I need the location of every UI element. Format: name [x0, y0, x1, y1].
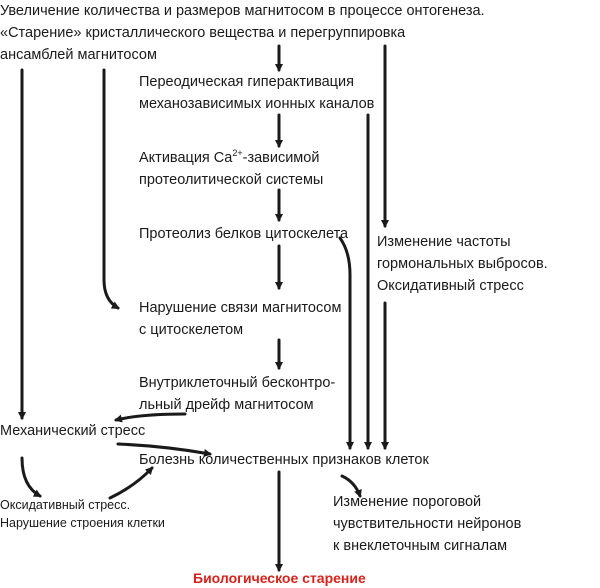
- node-hormonal: Изменение частоты гормональных выбросов.…: [377, 231, 548, 297]
- node-hormonal-line3: Оксидативный стресс: [377, 278, 524, 294]
- node-magnetosome-growth-line2: «Старение» кристаллического вещества и п…: [0, 25, 406, 41]
- node-drift-line1: Внутриклеточный бесконтро-: [139, 375, 336, 391]
- node-biological-aging-label: Биологическое старение: [193, 570, 366, 586]
- node-ca-activation: Активация Ca2+-зависимой протеолитическо…: [139, 147, 323, 191]
- arrow-disease-to-threshold: [340, 474, 362, 498]
- arrow-mechanical-to-disease: [116, 442, 212, 457]
- arrow-mechanical-to-oxidative: [20, 456, 42, 498]
- node-link-disruption-line1: Нарушение связи магнитосом: [139, 300, 342, 316]
- node-disease: Болезнь количественных признаков клеток: [139, 449, 429, 471]
- node-magnetosome-growth-line3: ансамблей магнитосом: [0, 47, 157, 63]
- ca-superscript: 2+: [232, 148, 243, 159]
- ca-prefix: Активация Ca: [139, 150, 233, 166]
- node-threshold-line2: чувствительности нейронов: [333, 516, 522, 532]
- node-oxidative-line2: Нарушение строения клетки: [0, 516, 165, 530]
- node-hyperactivation: Переодическая гиперактивация механозавис…: [139, 71, 374, 115]
- node-oxidative: Оксидативный стресс. Нарушение строения …: [0, 496, 165, 532]
- node-ca-activation-line2: протеолитической системы: [139, 172, 324, 188]
- node-threshold-line1: Изменение пороговой: [333, 494, 482, 510]
- node-drift: Внутриклеточный бесконтро- льный дрейф м…: [139, 372, 335, 416]
- node-hyperactivation-line2: механозависимых ионных каналов: [139, 96, 375, 112]
- arrow-drift-to-mechanical: [114, 412, 187, 423]
- node-hormonal-line1: Изменение частоты: [377, 234, 511, 250]
- node-proteolysis-line1: Протеолиз белков цитоскелета: [139, 226, 349, 242]
- arrow-oxidative-to-disease: [108, 466, 154, 500]
- arrow-top-to-link: [102, 68, 120, 310]
- node-magnetosome-growth: Увеличение количества и размеров магнито…: [0, 0, 485, 66]
- node-proteolysis: Протеолиз белков цитоскелета: [139, 223, 348, 245]
- node-ca-activation-line1: Активация Ca2+-зависимой: [139, 147, 323, 169]
- node-biological-aging: Биологическое старение: [193, 568, 366, 588]
- node-hormonal-line2: гормональных выбросов.: [377, 256, 548, 272]
- node-disease-line1: Болезнь количественных признаков клеток: [139, 452, 429, 468]
- node-oxidative-line1: Оксидативный стресс.: [0, 498, 131, 512]
- node-drift-line2: льный дрейф магнитосом: [139, 397, 314, 413]
- arrow-proteolysis-to-disease: [338, 236, 354, 450]
- node-threshold: Изменение пороговой чувствительности ней…: [333, 491, 521, 557]
- node-hyperactivation-line1: Переодическая гиперактивация: [139, 74, 354, 90]
- node-link-disruption: Нарушение связи магнитосом с цитоскелето…: [139, 297, 341, 341]
- node-mechanical-stress: Механический стресс: [0, 420, 145, 442]
- node-mechanical-stress-line1: Механический стресс: [0, 423, 146, 439]
- node-magnetosome-growth-line1: Увеличение количества и размеров магнито…: [0, 3, 485, 19]
- ca-suffix: -зависимой: [242, 150, 320, 166]
- node-link-disruption-line2: с цитоскелетом: [139, 322, 244, 338]
- node-threshold-line3: к внеклеточным сигналам: [333, 538, 508, 554]
